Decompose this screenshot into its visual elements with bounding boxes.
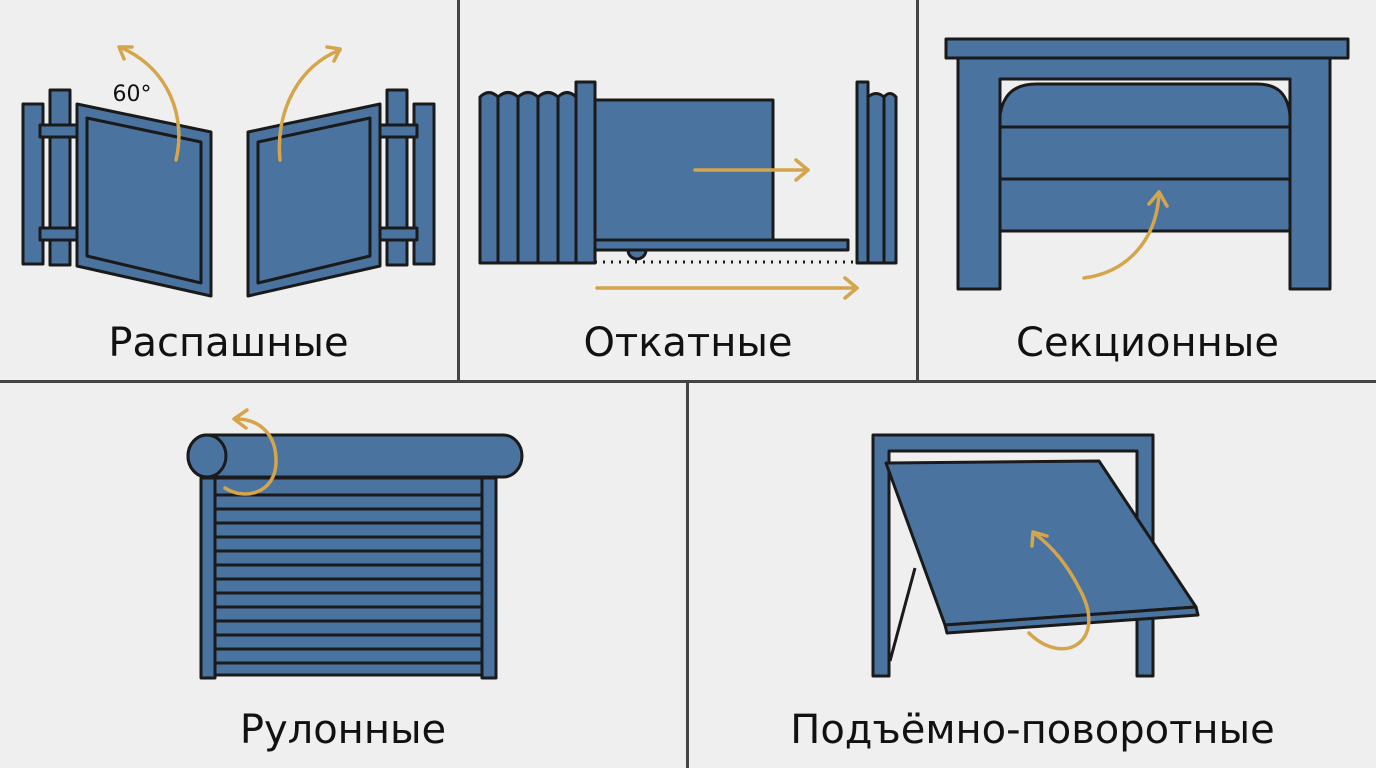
cell-swing-gates: 60° Распашные <box>0 0 457 380</box>
label-up-and-over-doors: Подъёмно-поворотные <box>790 707 1275 753</box>
sectional-door-icon <box>944 37 1350 291</box>
cell-sectional-doors: Секционные <box>919 0 1376 380</box>
divider-top-2 <box>916 0 919 382</box>
label-sectional-doors: Секционные <box>1016 320 1279 366</box>
cell-up-and-over-doors: Подъёмно-поворотные <box>689 383 1376 768</box>
roller-shutter-icon <box>186 408 524 680</box>
divider-top-1 <box>457 0 460 382</box>
label-sliding-gates: Откатные <box>583 320 793 366</box>
label-roller-shutters: Рулонные <box>239 707 447 753</box>
divider-horizontal <box>0 380 1376 383</box>
up-and-over-door-icon <box>871 433 1200 678</box>
swing-gate-icon: 60° <box>21 45 436 298</box>
divider-bottom <box>686 382 689 768</box>
label-swing-gates: Распашные <box>108 320 349 366</box>
sliding-gate-icon <box>478 80 898 300</box>
cell-sliding-gates: Откатные <box>460 0 916 380</box>
cell-roller-shutters: Рулонные <box>0 383 686 768</box>
angle-label: 60° <box>113 82 152 107</box>
